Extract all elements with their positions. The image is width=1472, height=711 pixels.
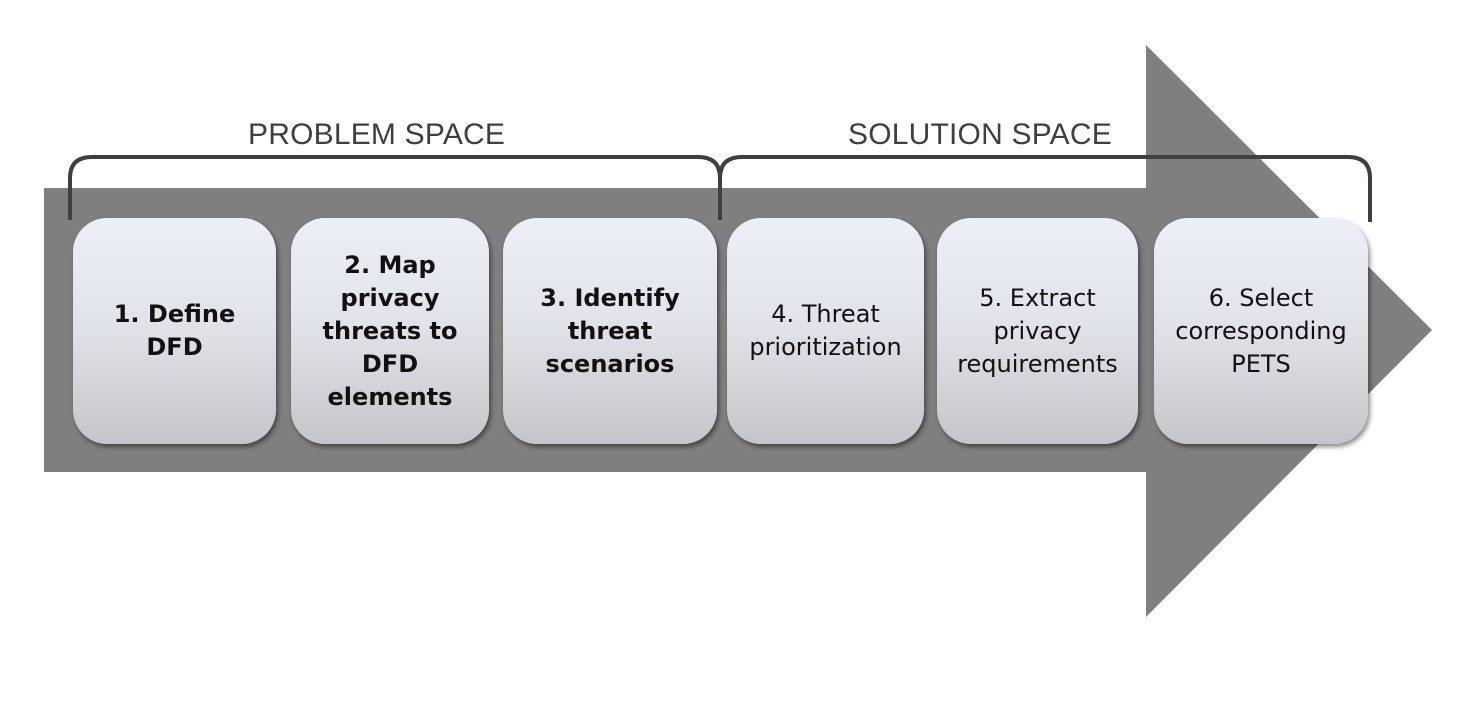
solution-space-label: SOLUTION SPACE [848,118,1112,151]
step-4-box: 4. Threat prioritization [727,218,924,444]
step-6-label: 6. Select corresponding PETS [1175,283,1347,378]
step-6-box: 6. Select corresponding PETS [1154,218,1368,444]
problem-space-label: PROBLEM SPACE [248,118,506,151]
step-1-label: 1. Define DFD [113,300,236,361]
problem-space-bracket [68,155,722,220]
step-4-label: 4. Threat prioritization [749,300,902,361]
step-5-label: 5. Extract privacy requirements [957,283,1118,378]
step-3-label: 3. Identify threat scenarios [540,283,680,378]
step-3-box: 3. Identify threat scenarios [503,218,717,444]
step-1-box: 1. Define DFD [73,218,276,444]
step-2-label: 2. Map privacy threats to DFD elements [322,250,458,411]
solution-space-bracket [718,155,1372,222]
step-5-box: 5. Extract privacy requirements [937,218,1138,444]
step-2-box: 2. Map privacy threats to DFD elements [291,218,489,444]
